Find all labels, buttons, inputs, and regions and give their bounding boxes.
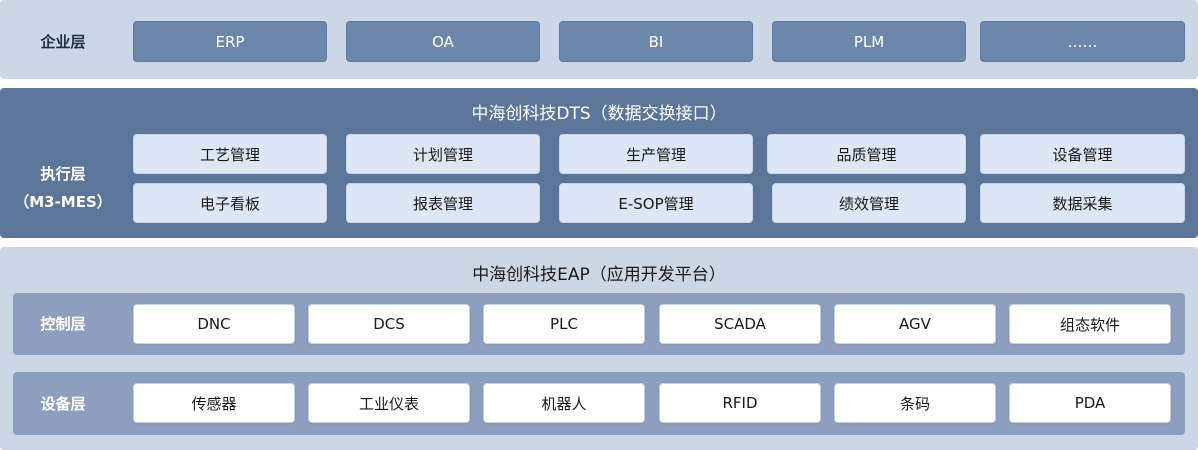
control-item-dnc[interactable]: DNC (133, 304, 295, 344)
module-esop[interactable]: E-SOP管理 (559, 183, 753, 223)
execution-label-line2: （M3-MES） (14, 193, 112, 211)
device-item-sensor[interactable]: 传感器 (133, 383, 295, 423)
enterprise-item-bi[interactable]: BI (559, 21, 753, 62)
control-item-agv[interactable]: AGV (834, 304, 996, 344)
device-item-pda[interactable]: PDA (1009, 383, 1171, 423)
module-process[interactable]: 工艺管理 (133, 134, 327, 174)
control-item-scada[interactable]: SCADA (659, 304, 821, 344)
control-item-dcs[interactable]: DCS (308, 304, 470, 344)
device-layer-label: 设备层 (40, 394, 86, 413)
module-equipment[interactable]: 设备管理 (980, 134, 1185, 174)
execution-layer: 中海创科技DTS（数据交换接口） 执行层 （M3-MES） 工艺管理 计划管理 … (0, 88, 1198, 238)
module-performance[interactable]: 绩效管理 (772, 183, 966, 223)
device-item-rfid[interactable]: RFID (659, 383, 821, 423)
enterprise-item-erp[interactable]: ERP (133, 21, 327, 62)
eap-title: 中海创科技EAP（应用开发平台） (472, 265, 726, 285)
module-reports[interactable]: 报表管理 (346, 183, 540, 223)
control-layer-label: 控制层 (40, 315, 86, 333)
platform-layer: 中海创科技EAP（应用开发平台） 控制层 DNC DCS PLC SCADA A… (0, 247, 1198, 450)
module-dashboard[interactable]: 电子看板 (133, 183, 327, 223)
enterprise-item-more[interactable]: …… (980, 21, 1185, 62)
module-data-collection[interactable]: 数据采集 (980, 183, 1185, 223)
enterprise-item-oa[interactable]: OA (346, 21, 540, 62)
enterprise-item-plm[interactable]: PLM (772, 21, 966, 62)
module-planning[interactable]: 计划管理 (346, 134, 540, 174)
device-item-barcode[interactable]: 条码 (834, 383, 996, 423)
execution-layer-label: 执行层 （M3-MES） (8, 160, 118, 216)
enterprise-layer: 企业层 ERP OA BI PLM …… (0, 0, 1198, 79)
module-production[interactable]: 生产管理 (559, 134, 753, 174)
control-layer: 控制层 DNC DCS PLC SCADA AGV 组态软件 (13, 293, 1185, 355)
enterprise-layer-label: 企业层 (40, 32, 86, 51)
control-item-scada-config[interactable]: 组态软件 (1009, 304, 1171, 344)
device-item-instrument[interactable]: 工业仪表 (308, 383, 470, 423)
device-layer: 设备层 传感器 工业仪表 机器人 RFID 条码 PDA (13, 372, 1185, 435)
module-quality[interactable]: 品质管理 (767, 134, 966, 174)
device-item-robot[interactable]: 机器人 (483, 383, 645, 423)
execution-label-line1: 执行层 (40, 165, 86, 183)
control-item-plc[interactable]: PLC (483, 304, 645, 344)
dts-title: 中海创科技DTS（数据交换接口） (471, 104, 727, 124)
